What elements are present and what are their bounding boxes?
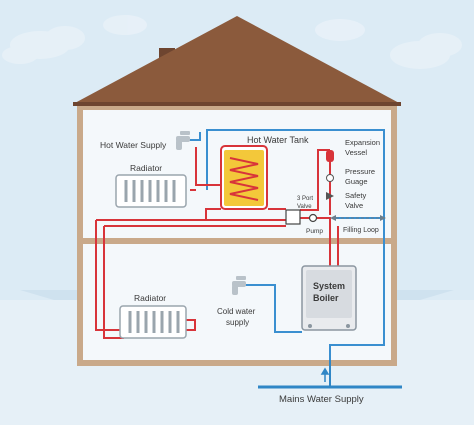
pressure-gauge-label-1: Pressure [345,167,375,176]
floor-divider [83,238,391,244]
tap-icon [232,276,246,295]
three-port-valve [285,209,301,225]
three-port-valve-label-2: Valve [297,204,312,210]
pump [308,213,318,223]
safety-valve-icon [326,192,334,200]
hot-water-pipes [95,147,339,339]
roof [73,16,401,106]
three-port-valve-label-1: 3 Port [297,196,313,202]
mains-water-supply-label: Mains Water Supply [279,394,364,405]
radiator-upper-label: Radiator [130,163,162,173]
pump-label: Pump [306,228,323,235]
cold-water-supply-label-2: supply [226,318,249,327]
system-boiler-label-1: System [313,281,345,291]
filling-loop-arrow-right [380,215,386,221]
pressure-gauge-icon [326,174,334,182]
hot-water-tank-label: Hot Water Tank [247,135,309,145]
coil-icon [229,157,259,201]
pressure-gauge-label-2: Guage [345,177,368,186]
system-boiler-label-2: Boiler [313,293,339,303]
hot-water-supply-label: Hot Water Supply [100,140,167,150]
safety-valve-label-1: Safety [345,191,367,200]
clouds [2,15,462,69]
filling-loop-arrow-left [330,215,336,221]
radiator-upper [115,174,187,208]
system-boiler [301,265,357,331]
tap-icon [176,131,190,150]
expansion-vessel-label-1: Expansion [345,138,380,147]
radiator-lower [119,305,187,339]
filling-loop-label: Filling Loop [343,227,379,234]
expansion-vessel-icon [326,150,334,162]
expansion-vessel-label-2: Vessel [345,148,367,157]
radiator-lower-label: Radiator [134,293,166,303]
arrow-up-icon [320,367,330,382]
safety-valve-label-2: Valve [345,201,363,210]
hot-water-tank [220,145,268,210]
cold-water-supply-label-1: Cold water [217,307,256,316]
